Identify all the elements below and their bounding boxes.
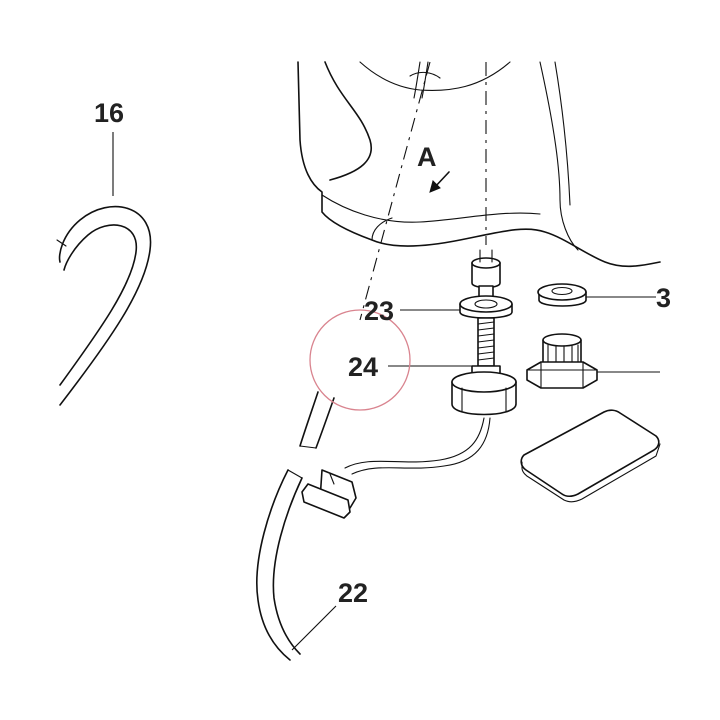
connector-plug[interactable] <box>301 469 357 519</box>
rubber-pad[interactable] <box>520 409 661 503</box>
label-16: 16 <box>94 98 124 128</box>
label-23: 23 <box>364 296 394 326</box>
label-3: 3 <box>656 283 671 313</box>
highlight-circle <box>309 309 411 411</box>
view-a-label: A <box>417 142 437 172</box>
leader-22 <box>291 605 337 651</box>
tank-housing <box>297 61 661 321</box>
label-22: 22 <box>338 578 368 608</box>
hose-part-22[interactable] <box>256 391 335 661</box>
drain-plug[interactable] <box>526 333 598 389</box>
bolt-part-24[interactable] <box>344 317 517 475</box>
washer-part-3[interactable] <box>537 283 587 307</box>
spindle-part-23[interactable] <box>459 249 513 319</box>
hose-loop-part-16[interactable] <box>56 205 152 406</box>
view-a-arrow <box>429 171 450 193</box>
label-24: 24 <box>348 352 378 382</box>
